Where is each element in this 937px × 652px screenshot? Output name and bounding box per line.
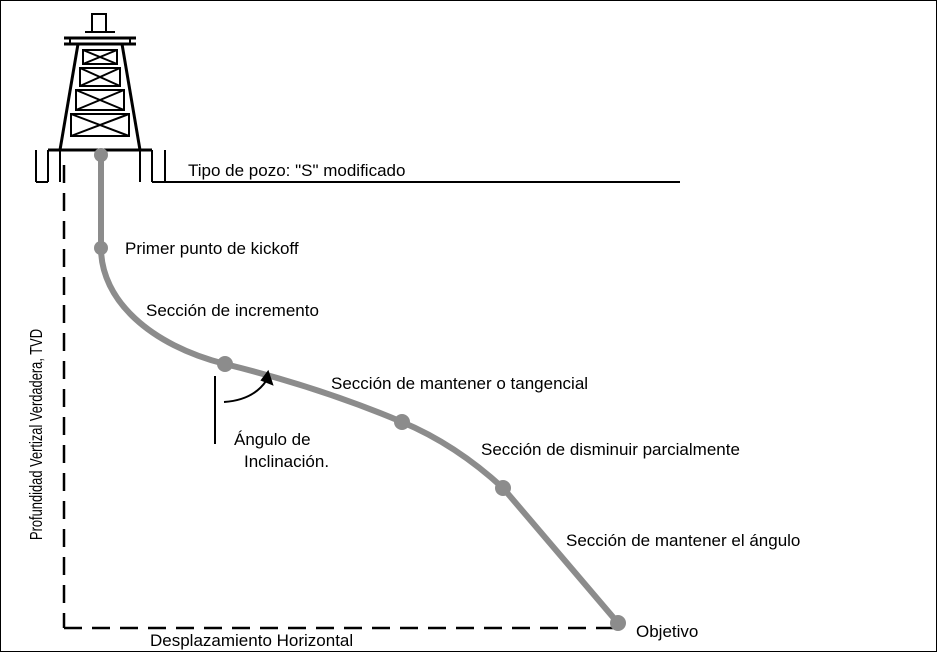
start-of-drop-point-marker — [394, 414, 410, 430]
inclination-angle-label-line2: Inclinación. — [244, 452, 329, 471]
rig-point-marker — [94, 148, 108, 162]
inclination-angle-label-line1: Ángulo de — [234, 430, 311, 449]
end-of-drop-point-marker — [495, 480, 511, 496]
objective-label: Objetivo — [636, 622, 698, 641]
ground-surface-line — [35, 150, 680, 183]
end-of-build-point-marker — [217, 356, 233, 372]
horizontal-axis-label: Desplazamiento Horizontal — [150, 631, 353, 650]
well-type-label: Tipo de pozo: "S" modificado — [188, 161, 405, 180]
kickoff-point-marker — [94, 241, 108, 255]
partial-drop-section-label: Sección de disminuir parcialmente — [481, 440, 740, 459]
build-section-label: Sección de incremento — [146, 301, 319, 320]
kickoff-point-label: Primer punto de kickoff — [125, 239, 299, 258]
inclination-angle-indicator — [214, 369, 274, 444]
well-trajectory-path — [98, 152, 621, 626]
tangent-section-label: Sección de mantener o tangencial — [331, 374, 588, 393]
objective-point-marker — [610, 615, 626, 631]
hold-angle-section-label: Sección de mantener el ángulo — [566, 531, 800, 550]
drilling-rig-icon — [47, 13, 153, 182]
vertical-axis-label: Profundidad Vertizal Verdadera, TVD — [27, 329, 46, 540]
